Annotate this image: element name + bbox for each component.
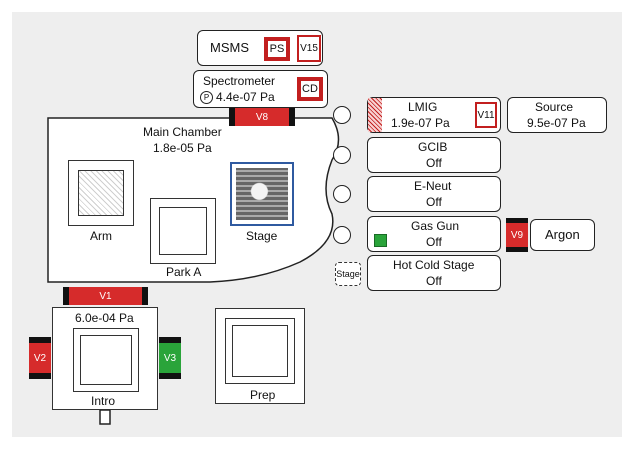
gcib-box[interactable]	[367, 137, 501, 173]
spectrometer-cd-button[interactable]: CD	[297, 77, 323, 101]
valve-v15[interactable]: V15	[297, 35, 321, 62]
valve-v11[interactable]: V11	[475, 102, 497, 128]
spectrometer-box[interactable]	[193, 70, 328, 108]
eneut-title: E-Neut	[414, 179, 452, 193]
spectrometer-title: Spectrometer	[203, 74, 276, 88]
valve-v2[interactable]: V2	[29, 337, 51, 379]
hotcold-box[interactable]	[367, 255, 501, 291]
park-a-inner	[159, 207, 207, 255]
main-chamber-pressure: 1.8e-05 Pa	[153, 141, 212, 155]
valve-v9[interactable]: V9	[506, 218, 528, 252]
valve-v3[interactable]: V3	[159, 337, 181, 379]
msms-label: MSMS	[210, 40, 249, 55]
gasgun-indicator	[374, 234, 387, 247]
eneut-box[interactable]	[367, 176, 501, 212]
hotcold-status: Off	[426, 274, 442, 288]
intro-inner-2	[80, 335, 132, 385]
valve-v3-label: V3	[159, 343, 181, 373]
valve-v9-label: V9	[506, 223, 528, 247]
msms-ps-label: PS	[268, 41, 286, 57]
intro-pressure: 6.0e-04 Pa	[75, 311, 134, 325]
valve-v11-label: V11	[477, 104, 495, 126]
eneut-status: Off	[426, 195, 442, 209]
valve-v1[interactable]: V1	[63, 287, 148, 305]
lmig-pressure: 1.9e-07 Pa	[391, 116, 450, 130]
port-eneut[interactable]	[333, 185, 351, 203]
argon-label: Argon	[545, 227, 580, 242]
spectrometer-p-badge: P	[200, 91, 213, 104]
stage-label: Stage	[246, 229, 278, 243]
lmig-title: LMIG	[408, 100, 438, 114]
gcib-title: GCIB	[418, 140, 448, 154]
argon-box[interactable]	[530, 219, 595, 251]
gasgun-box[interactable]	[367, 216, 501, 252]
port-lmig[interactable]	[333, 106, 351, 124]
source-box[interactable]	[507, 97, 607, 133]
gcib-status: Off	[426, 156, 442, 170]
valve-v1-label: V1	[69, 287, 142, 305]
stage-toggle-label: Stage	[336, 269, 360, 279]
lmig-hatch-block	[368, 98, 382, 132]
gasgun-status: Off	[426, 235, 442, 249]
stage-sample-image	[236, 168, 288, 220]
arm-label: Arm	[90, 229, 112, 243]
intro-label: Intro	[91, 394, 116, 408]
valve-v8[interactable]: V8	[229, 108, 295, 126]
port-gasgun[interactable]	[333, 226, 351, 244]
prep-label: Prep	[250, 388, 276, 402]
main-chamber-title: Main Chamber	[143, 125, 222, 139]
port-gcib[interactable]	[333, 146, 351, 164]
source-pressure: 9.5e-07 Pa	[527, 116, 586, 130]
park-a-label: Park A	[166, 265, 202, 279]
hotcold-title: Hot Cold Stage	[393, 258, 475, 272]
spectrometer-cd-label: CD	[301, 81, 319, 97]
valve-v8-label: V8	[235, 108, 289, 126]
valve-v15-label: V15	[299, 37, 319, 60]
prep-inner-2	[232, 325, 288, 377]
gasgun-title: Gas Gun	[411, 219, 460, 233]
stage-toggle-button[interactable]: Stage	[335, 262, 361, 286]
valve-v2-label: V2	[29, 343, 51, 373]
arm-inner	[78, 170, 124, 216]
msms-ps-button[interactable]: PS	[264, 37, 290, 61]
source-title: Source	[535, 100, 574, 114]
spectrometer-pressure: 4.4e-07 Pa	[216, 90, 275, 104]
